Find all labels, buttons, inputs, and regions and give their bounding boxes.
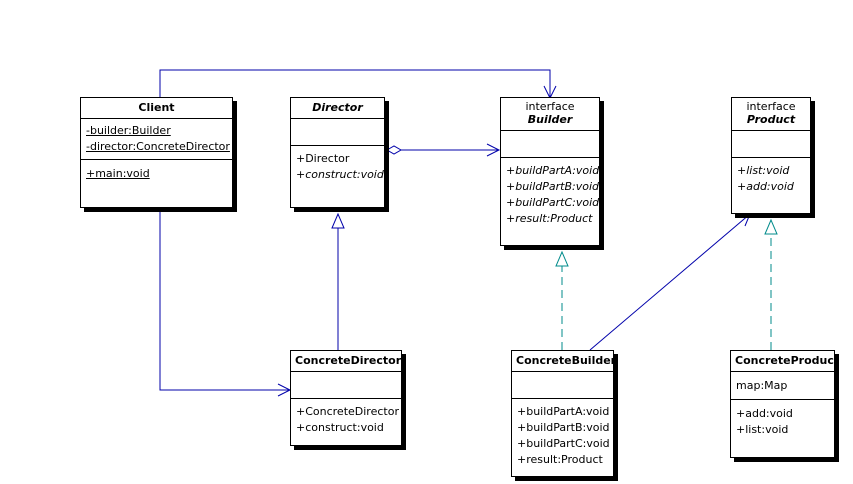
methods-section: +Director +construct:void bbox=[291, 145, 384, 185]
aggregation-diamond bbox=[385, 145, 403, 155]
class-name: ConcreteBuilder bbox=[516, 354, 617, 367]
method: +list:void bbox=[737, 164, 790, 177]
attribute: -director:ConcreteDirector bbox=[86, 140, 230, 153]
attributes-section bbox=[291, 371, 401, 398]
attribute: -builder:Builder bbox=[86, 124, 171, 137]
class-name: ConcreteProduct bbox=[735, 354, 840, 367]
attributes-section bbox=[291, 118, 384, 145]
attributes-section: map:Map bbox=[731, 371, 834, 399]
method: +result:Product bbox=[517, 453, 603, 466]
class-stereotype: interface bbox=[525, 100, 575, 113]
class-concrete-director[interactable]: ConcreteDirector +ConcreteDirector +cons… bbox=[290, 350, 402, 446]
class-director[interactable]: Director +Director +construct:void bbox=[290, 97, 385, 208]
client-concretedirector-association bbox=[159, 208, 290, 391]
methods-section: +ConcreteDirector +construct:void bbox=[291, 398, 401, 438]
method: +add:void bbox=[737, 180, 794, 193]
method: +Director bbox=[296, 152, 350, 165]
client-builder-association bbox=[159, 69, 551, 97]
concretebuilder-product-arrowhead bbox=[736, 213, 751, 227]
attribute: map:Map bbox=[736, 379, 788, 392]
method: +buildPartA:void bbox=[517, 405, 610, 418]
generalization-triangle bbox=[331, 212, 345, 229]
method: +ConcreteDirector bbox=[296, 405, 399, 418]
method: +buildPartC:void bbox=[506, 196, 600, 209]
class-client[interactable]: Client -builder:Builder -director:Concre… bbox=[80, 97, 233, 208]
methods-section: +main:void bbox=[81, 159, 232, 184]
realization-triangle-builder bbox=[555, 250, 569, 267]
class-builder[interactable]: interface Builder +buildPartA:void +buil… bbox=[500, 97, 600, 246]
director-builder-arrowhead bbox=[486, 143, 501, 157]
class-name: Product bbox=[746, 113, 796, 126]
methods-section: +list:void +add:void bbox=[732, 157, 810, 197]
class-name: Builder bbox=[527, 113, 573, 126]
methods-section: +buildPartA:void +buildPartB:void +build… bbox=[512, 398, 613, 470]
class-concrete-product[interactable]: ConcreteProduct map:Map +add:void +list:… bbox=[730, 350, 840, 458]
class-name: Director bbox=[312, 101, 363, 114]
method: +construct:void bbox=[296, 168, 384, 181]
concretebuilder-product-association bbox=[589, 213, 751, 351]
attributes-section bbox=[512, 371, 613, 398]
class-stereotype: interface bbox=[746, 100, 796, 113]
realization-triangle-product bbox=[764, 218, 778, 235]
method: +buildPartC:void bbox=[517, 437, 610, 450]
attributes-section bbox=[501, 130, 599, 157]
method: +buildPartA:void bbox=[506, 164, 600, 177]
class-name: Client bbox=[138, 101, 175, 114]
method: +list:void bbox=[736, 423, 789, 436]
method: +add:void bbox=[736, 407, 793, 420]
class-name: ConcreteDirector bbox=[295, 354, 402, 367]
methods-section: +add:void +list:void bbox=[731, 399, 834, 440]
method: +result:Product bbox=[506, 212, 593, 225]
method: +buildPartB:void bbox=[517, 421, 610, 434]
class-concrete-builder[interactable]: ConcreteBuilder +buildPartA:void +buildP… bbox=[511, 350, 617, 477]
method: +main:void bbox=[86, 167, 150, 180]
class-product[interactable]: interface Product +list:void +add:void bbox=[731, 97, 811, 214]
attributes-section: -builder:Builder -director:ConcreteDirec… bbox=[81, 118, 232, 159]
method: +construct:void bbox=[296, 421, 384, 434]
methods-section: +buildPartA:void +buildPartB:void +build… bbox=[501, 157, 599, 229]
method: +buildPartB:void bbox=[506, 180, 600, 193]
attributes-section bbox=[732, 130, 810, 157]
